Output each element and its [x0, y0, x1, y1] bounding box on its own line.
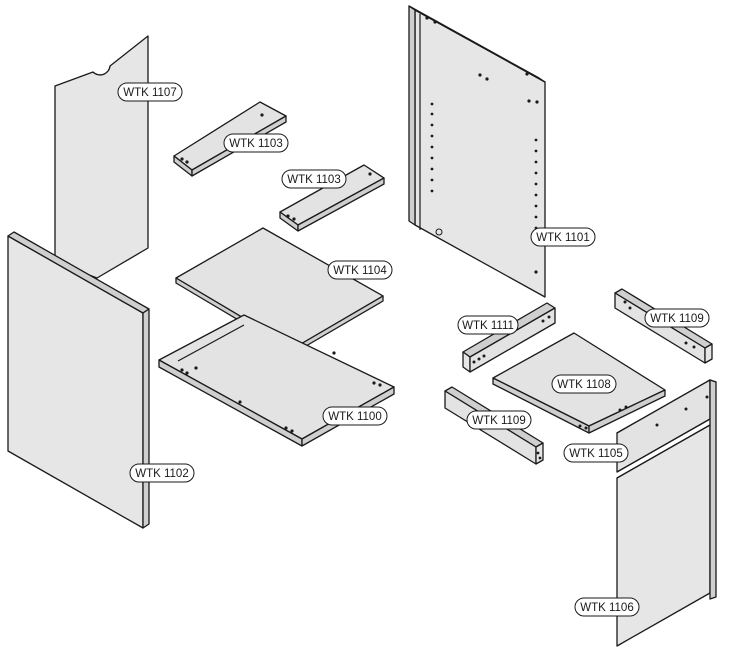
svg-text:WTK 1100: WTK 1100 [328, 411, 381, 423]
svg-text:WTK 1103: WTK 1103 [287, 174, 340, 186]
label-wtk-1104: WTK 1104 [327, 260, 393, 280]
part-wtk-1101-side-panel [408, 5, 546, 298]
label-wtk-1109-right: WTK 1109 [644, 308, 710, 328]
svg-text:WTK 1108: WTK 1108 [557, 379, 610, 391]
label-wtk-1108: WTK 1108 [551, 374, 617, 394]
svg-text:WTK 1105: WTK 1105 [569, 448, 622, 460]
label-wtk-1109-left: WTK 1109 [466, 410, 532, 430]
svg-text:WTK 1109: WTK 1109 [650, 313, 703, 325]
label-wtk-1106: WTK 1106 [574, 597, 640, 617]
label-wtk-1102: WTK 1102 [129, 463, 195, 483]
label-wtk-1105: WTK 1105 [563, 443, 629, 463]
part-wtk-1103-rail-lower [279, 164, 385, 232]
part-wtk-1105-1106-door-assembly [616, 379, 717, 647]
label-wtk-1111: WTK 1111 [457, 315, 519, 335]
part-wtk-1107-back-panel [54, 35, 149, 279]
svg-text:WTK 1106: WTK 1106 [580, 602, 633, 614]
svg-text:WTK 1111: WTK 1111 [462, 320, 514, 332]
label-wtk-1101: WTK 1101 [530, 227, 596, 247]
svg-text:WTK 1104: WTK 1104 [333, 265, 387, 277]
svg-text:WTK 1109: WTK 1109 [472, 415, 525, 427]
svg-text:WTK 1102: WTK 1102 [135, 468, 188, 480]
svg-text:WTK 1107: WTK 1107 [123, 87, 176, 99]
svg-text:WTK 1103: WTK 1103 [229, 138, 282, 150]
label-wtk-1103-lower: WTK 1103 [281, 169, 347, 189]
label-wtk-1103-upper: WTK 1103 [223, 133, 289, 153]
label-wtk-1107: WTK 1107 [117, 82, 183, 102]
part-wtk-1100-bottom-panel [158, 314, 395, 447]
svg-text:WTK 1101: WTK 1101 [536, 232, 589, 244]
label-wtk-1100: WTK 1100 [322, 406, 388, 426]
part-wtk-1102-side-panel [7, 231, 150, 529]
